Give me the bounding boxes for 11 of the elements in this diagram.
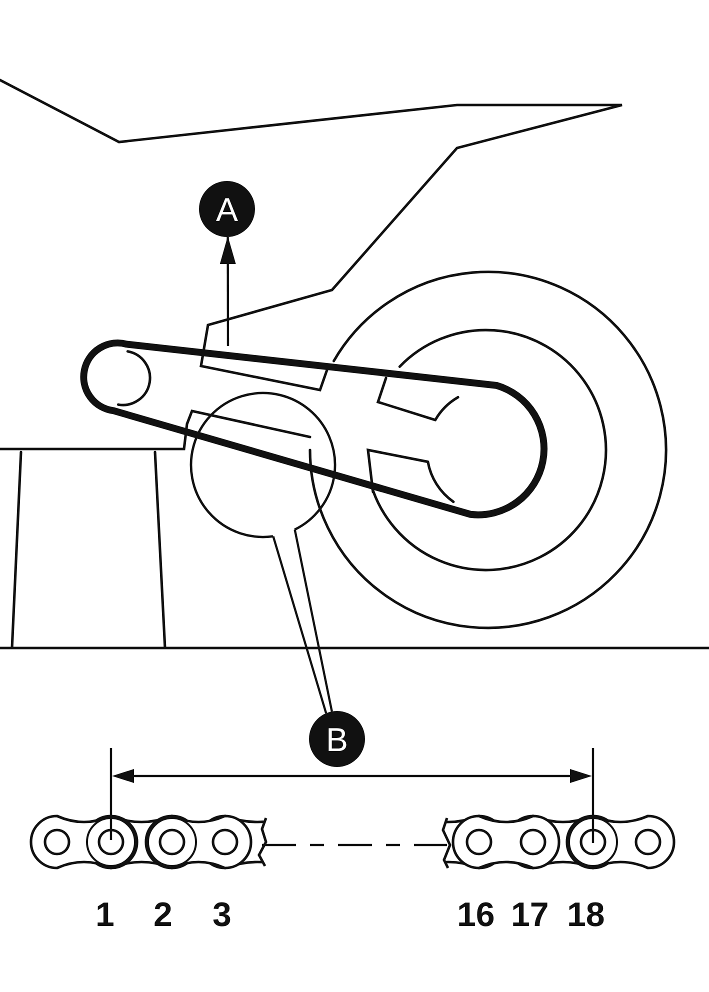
arrow	[220, 236, 236, 346]
callout-number: 16	[457, 898, 495, 932]
callout-number: 1	[96, 898, 114, 932]
callout-number: 18	[567, 898, 605, 932]
leader-line	[272, 536, 328, 714]
callout-number: 3	[212, 898, 232, 932]
callout-number: 17	[511, 898, 549, 932]
leader-line	[294, 529, 333, 712]
callout-letter: B	[309, 711, 365, 767]
callout-number: 2	[154, 898, 172, 932]
callout-letter: A	[199, 181, 255, 237]
